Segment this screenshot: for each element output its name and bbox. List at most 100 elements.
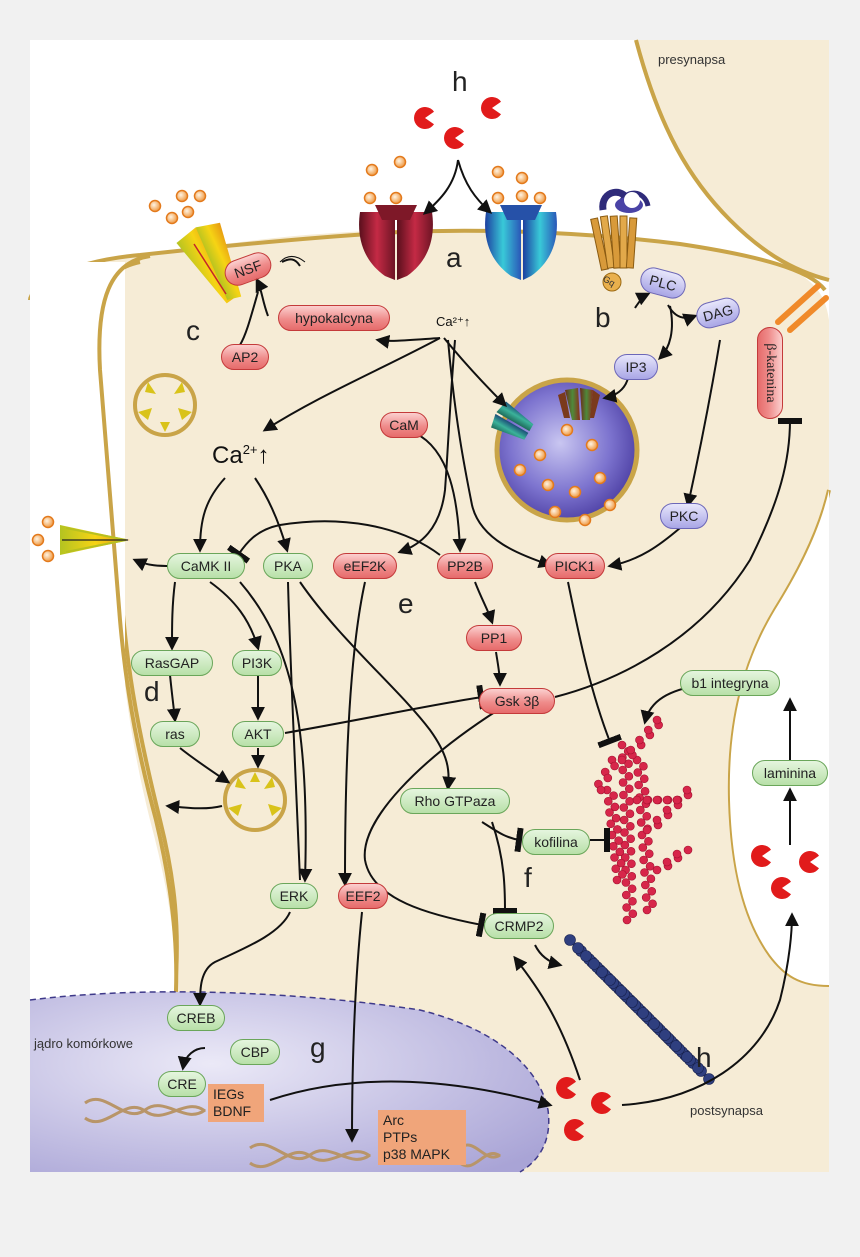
actin-bead (634, 780, 643, 790)
actin-bead (605, 808, 614, 817)
actin-bead (603, 796, 613, 806)
ion-channel-blue (485, 205, 557, 280)
actin-bead (611, 813, 621, 823)
node-pp1: PP1 (466, 625, 522, 651)
actin-bead (622, 915, 632, 925)
calcium-ion (593, 471, 607, 485)
node-erk: ERK (270, 883, 318, 909)
actin-bead (625, 796, 634, 806)
letter-b: b (595, 302, 611, 333)
ligand (444, 127, 465, 149)
activation-arrows (132, 159, 799, 1143)
actin-bead (642, 905, 652, 915)
actin-bead (638, 843, 648, 852)
actin-bead (635, 735, 644, 745)
microtubule-bead (604, 974, 616, 986)
actin-bead (615, 847, 625, 857)
actin-bead (627, 884, 637, 894)
actin-bead (620, 840, 630, 850)
actin-bead (662, 857, 672, 867)
actin-bead (627, 871, 637, 881)
microtubule-bead (588, 958, 600, 970)
actin-bead (628, 909, 638, 919)
actin-filaments (594, 715, 693, 925)
inhibition-lines (227, 417, 803, 938)
node-camk2: CaMK II (167, 553, 245, 579)
actin-bead (619, 803, 629, 812)
er-vesicle (494, 377, 640, 523)
actin-bead (643, 725, 653, 735)
gene-local-0: Arc (383, 1112, 404, 1128)
node-ip3: IP3 (614, 354, 658, 380)
actin-bead (644, 849, 654, 859)
actin-bead (646, 874, 656, 884)
letter-f: f (524, 862, 532, 893)
actin-bead (617, 755, 627, 765)
letter-h-top: h (452, 66, 468, 97)
microtubule-bead (580, 950, 592, 962)
calcium-ion (165, 211, 179, 225)
node-gsk3b: Gsk 3β (479, 688, 555, 714)
ligands (414, 97, 820, 1141)
calcium-ion (568, 485, 582, 499)
ligand (799, 851, 820, 873)
calcium-ion (365, 163, 379, 177)
calcium-ion (389, 191, 403, 205)
actin-bead (612, 875, 622, 885)
ligand (556, 1077, 577, 1100)
actin-bead (610, 802, 620, 812)
actin-bead (639, 761, 648, 771)
actin-bead (619, 815, 629, 825)
actin-bead (611, 864, 621, 874)
actin-bead (644, 836, 653, 846)
ligand (564, 1119, 585, 1141)
calcium-large-symbol: Ca (212, 442, 243, 469)
gene-box-ieg: IEGs BDNF (208, 1084, 264, 1122)
actin-bead (625, 809, 635, 819)
actin-bead (636, 818, 646, 827)
actin-bead (640, 786, 650, 796)
actin-bead (614, 836, 623, 845)
actin-bead (652, 815, 662, 825)
actin-bead (641, 893, 651, 902)
calcium-ion (181, 205, 195, 219)
actin-bead (624, 784, 634, 794)
calcium-ion (148, 199, 162, 213)
microtubule-bead (596, 966, 608, 978)
gene-ieg-1: BDNF (213, 1103, 252, 1119)
actin-bead (622, 903, 631, 912)
node-pkc: PKC (660, 503, 708, 529)
ligand (481, 97, 502, 119)
calcium-ions (31, 155, 617, 563)
dna-strand-1 (84, 1097, 206, 1124)
actin-bead (662, 795, 672, 805)
calcium-ion (533, 191, 547, 205)
node-akt: AKT (232, 721, 284, 747)
calcium-ion (193, 189, 207, 203)
actin-bead (626, 834, 635, 844)
actin-bead (672, 795, 682, 805)
actin-bead (639, 774, 649, 784)
calcium-ion (41, 549, 55, 563)
calcium-ion (603, 498, 617, 512)
calcium-ion (31, 533, 45, 547)
ion-channel-red (359, 205, 433, 280)
actin-bead (626, 846, 636, 856)
calcium-ion (578, 513, 592, 527)
adhesion-molecule (775, 283, 829, 333)
node-cre: CRE (158, 1071, 206, 1097)
actin-bead (619, 790, 628, 800)
node-kofilina: kofilina (522, 829, 590, 855)
microtubule-bead (659, 1029, 671, 1041)
calcium-ion (175, 189, 189, 203)
letter-c: c (186, 315, 200, 346)
node-ap2: AP2 (221, 344, 269, 370)
actin-bead (642, 795, 652, 805)
actin-bead (639, 855, 648, 865)
microtubule-bead (615, 985, 627, 997)
actin-bead (609, 791, 618, 800)
actin-bead (617, 740, 627, 750)
node-laminina: laminina (752, 760, 828, 786)
node-cam: CaM (380, 412, 428, 438)
